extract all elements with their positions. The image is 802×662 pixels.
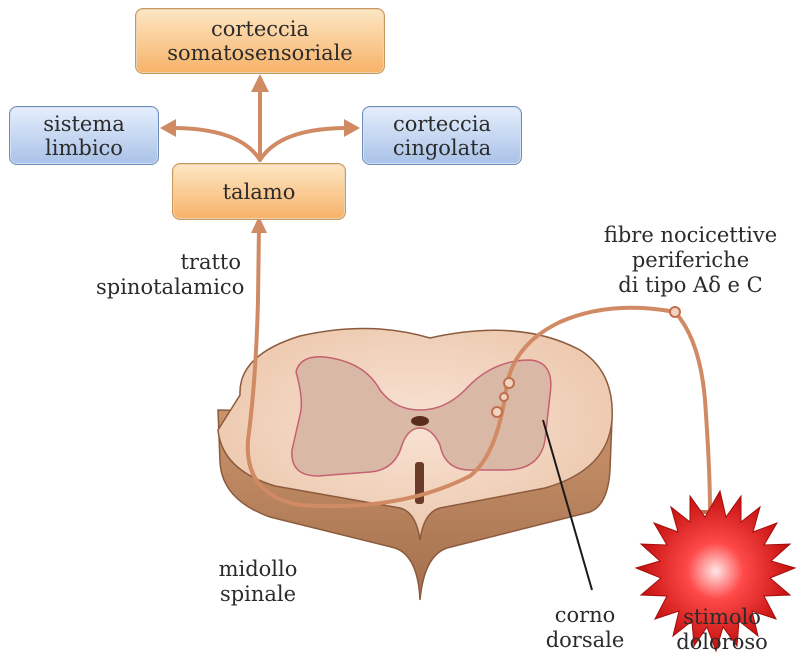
cortex-line-2: somatosensoriale (167, 41, 353, 65)
stimulus-line-2: doloroso (662, 630, 782, 655)
cingulate-line-2: cingolata (393, 136, 491, 160)
limbic-system-box: sistema limbico (9, 106, 159, 165)
somatosensory-cortex-box: corteccia somatosensoriale (135, 8, 385, 74)
synapse-1 (504, 378, 514, 388)
stimulus-line-1: stimolo (662, 605, 782, 630)
central-canal (411, 416, 429, 426)
thalamus-to-limbic (172, 128, 260, 160)
painful-stimulus-label: stimolo doloroso (662, 605, 782, 655)
cord-line-1: midollo (193, 557, 323, 582)
fibers-line-3: di tipo Aδ e C (578, 273, 802, 298)
cord-line-2: spinale (193, 582, 323, 607)
thalamus-to-cingulate (260, 128, 348, 160)
fibers-line-2: periferiche (578, 248, 802, 273)
peripheral-fiber (675, 312, 710, 510)
limbic-line-2: limbico (45, 136, 123, 160)
cingulate-cortex-box: corteccia cingolata (362, 106, 522, 165)
spinothalamic-tract-label: tratto spinotalamico (96, 250, 241, 300)
fibers-line-1: fibre nocicettive (578, 223, 802, 248)
synapse-2 (500, 393, 508, 401)
arrow-cingulate (344, 119, 360, 137)
arrow-cortex (251, 74, 269, 92)
tract-line-1: tratto (96, 250, 241, 275)
nociceptive-fibers-label: fibre nocicettive periferiche di tipo Aδ… (578, 223, 802, 298)
thalamus-label: talamo (223, 180, 296, 204)
cortex-line-1: corteccia (211, 17, 309, 41)
dorsal-horn-label: corno dorsale (530, 603, 640, 653)
limbic-line-1: sistema (43, 112, 125, 136)
tract-line-2: spinotalamico (96, 275, 241, 300)
arrow-limbic (160, 119, 176, 137)
cingulate-line-1: corteccia (393, 112, 491, 136)
receptor-body (670, 307, 680, 317)
thalamus-box: talamo (172, 163, 346, 220)
spinal-cord-label: midollo spinale (193, 557, 323, 607)
synapse-3 (492, 407, 502, 417)
horn-line-1: corno (530, 603, 640, 628)
horn-line-2: dorsale (530, 628, 640, 653)
